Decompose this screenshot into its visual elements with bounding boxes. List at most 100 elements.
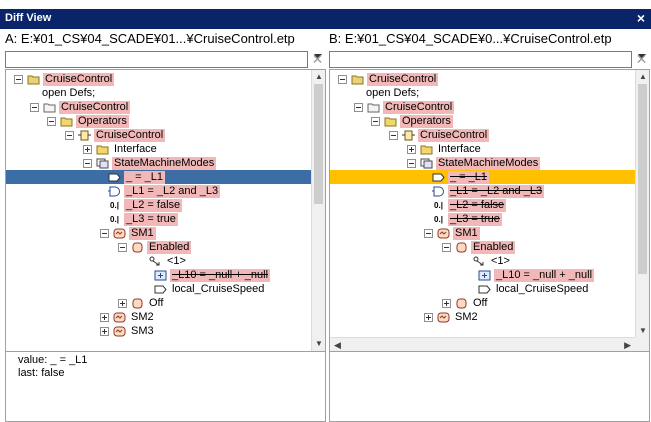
tree-row[interactable]: Operators	[6, 114, 311, 128]
tree-item-label: StateMachineModes	[436, 156, 541, 170]
tree-row[interactable]: SM2	[6, 310, 311, 324]
tree-item-label: Enabled	[147, 240, 192, 254]
collapse-icon[interactable]	[338, 74, 347, 84]
collapse-icon[interactable]	[30, 102, 39, 112]
scroll-down-icon[interactable]: ▼	[639, 326, 647, 335]
pane-a-clear-icon[interactable]: ✕	[311, 51, 324, 67]
collapse-icon[interactable]	[424, 228, 433, 238]
tree-row[interactable]: Operators	[330, 114, 635, 128]
tree-row[interactable]: 0.|_L3 = true	[330, 212, 635, 226]
tree-item-label: StateMachineModes	[112, 156, 217, 170]
tree-row[interactable]: SM1	[6, 226, 311, 240]
collapse-icon[interactable]	[100, 228, 109, 238]
expand-icon[interactable]	[442, 298, 451, 308]
tree-row[interactable]: StateMachineModes	[6, 156, 311, 170]
collapse-icon[interactable]	[354, 102, 363, 112]
pane-a-dropdown-icon[interactable]	[314, 54, 322, 59]
collapse-icon[interactable]	[442, 242, 451, 252]
pane-b-combo-input[interactable]	[329, 51, 632, 68]
collapse-icon[interactable]	[371, 116, 380, 126]
tree-row[interactable]: _L1 = _L2 and _L3	[6, 184, 311, 198]
tree-row[interactable]: Enabled	[6, 240, 311, 254]
tree-row[interactable]: CruiseControl	[330, 72, 635, 86]
tree-item-label: open Defs;	[366, 86, 420, 99]
scroll-right-icon[interactable]: ▶	[624, 340, 631, 350]
tree-row[interactable]: CruiseControl	[6, 72, 311, 86]
pane-b-clear-icon[interactable]: ✕	[635, 51, 648, 67]
expand-icon[interactable]	[118, 298, 127, 308]
pane-b-horizontal-scrollbar[interactable]: ◀ ▶	[330, 337, 635, 351]
detail-last: last: false	[18, 367, 65, 379]
tree-row[interactable]: <1>	[6, 254, 311, 268]
collapse-icon[interactable]	[389, 130, 398, 140]
pane-b-tree[interactable]: CruiseControl open Defs; CruiseControl O…	[329, 69, 650, 352]
pane-b-combo[interactable]: ✕	[329, 51, 650, 68]
plus-operator-icon	[154, 270, 167, 281]
tree-row-selected[interactable]: _ = _L1	[6, 170, 311, 184]
expand-icon[interactable]	[407, 144, 416, 154]
expand-icon[interactable]	[100, 312, 109, 322]
collapse-icon[interactable]	[407, 158, 416, 168]
scroll-left-icon[interactable]: ◀	[334, 340, 341, 350]
collapse-icon[interactable]	[118, 242, 127, 252]
pane-a-combo[interactable]: ✕	[5, 51, 326, 68]
tree-item-label: <1>	[167, 254, 186, 267]
tree-row[interactable]: Enabled	[330, 240, 635, 254]
pane-a-vertical-scrollbar[interactable]: ▲ ▼	[311, 70, 325, 351]
expand-icon[interactable]	[424, 312, 433, 322]
constant-icon: 0.|	[110, 200, 119, 210]
tree-row[interactable]: SM2	[330, 310, 635, 324]
scroll-up-icon[interactable]: ▲	[639, 72, 647, 81]
tree-row[interactable]: 0.|_L2 = false	[6, 198, 311, 212]
pane-b-vertical-scrollbar[interactable]: ▲ ▼	[635, 70, 649, 338]
collapse-icon[interactable]	[83, 158, 92, 168]
tree-item-label: SM2	[455, 310, 478, 323]
tree-row[interactable]: local_CruiseSpeed	[6, 282, 311, 296]
output-icon	[154, 284, 167, 295]
tree-row[interactable]: CruiseControl	[330, 100, 635, 114]
tree-row[interactable]: CruiseControl	[330, 128, 635, 142]
tree-row[interactable]: Interface	[330, 142, 635, 156]
tree-item-label: <1>	[491, 254, 510, 267]
tree-row[interactable]: SM1	[330, 226, 635, 240]
tree-row[interactable]: open Defs;	[330, 86, 635, 100]
tree-row[interactable]: _L10 = _null + _null	[6, 268, 311, 282]
tree-item-label: _L1 = _L2 and _L3	[448, 184, 545, 198]
tree-item-label: CruiseControl	[59, 100, 131, 114]
scroll-up-icon[interactable]: ▲	[315, 72, 323, 81]
pane-a-combo-input[interactable]	[5, 51, 308, 68]
tree-row[interactable]: StateMachineModes	[330, 156, 635, 170]
pane-a-tree[interactable]: CruiseControl open Defs; CruiseControl O…	[5, 69, 326, 352]
constant-icon: 0.|	[434, 214, 443, 224]
scroll-down-icon[interactable]: ▼	[315, 339, 323, 348]
and-operator-icon	[108, 186, 121, 197]
collapse-icon[interactable]	[47, 116, 56, 126]
pane-b-dropdown-icon[interactable]	[638, 54, 646, 59]
tree-row[interactable]: Off	[330, 296, 635, 310]
tree-row-selected[interactable]: _ = _L1	[330, 170, 635, 184]
scroll-thumb[interactable]	[314, 84, 323, 204]
state-icon	[455, 298, 468, 309]
tree-row[interactable]: _L10 = _null + _null	[330, 268, 635, 282]
tree-row[interactable]: open Defs;	[6, 86, 311, 100]
tree-row[interactable]: 0.|_L3 = true	[6, 212, 311, 226]
expand-icon[interactable]	[83, 144, 92, 154]
tree-item-label: _ = _L1	[448, 170, 490, 184]
tree-row[interactable]: 0.|_L2 = false	[330, 198, 635, 212]
collapse-icon[interactable]	[65, 130, 74, 140]
close-icon[interactable]: ×	[636, 10, 645, 26]
scroll-thumb[interactable]	[638, 84, 647, 274]
tree-row[interactable]: CruiseControl	[6, 100, 311, 114]
tree-row[interactable]: Interface	[6, 142, 311, 156]
tree-item-label: CruiseControl	[43, 72, 115, 86]
tree-row[interactable]: <1>	[330, 254, 635, 268]
tree-row[interactable]: SM3	[6, 324, 311, 338]
tree-row[interactable]: CruiseControl	[6, 128, 311, 142]
state-machine-icon	[113, 312, 126, 323]
expand-icon[interactable]	[100, 326, 109, 336]
tree-row[interactable]: local_CruiseSpeed	[330, 282, 635, 296]
tree-row[interactable]: Off	[6, 296, 311, 310]
tree-row[interactable]: _L1 = _L2 and _L3	[330, 184, 635, 198]
collapse-icon[interactable]	[14, 74, 23, 84]
transition-icon	[473, 256, 486, 267]
